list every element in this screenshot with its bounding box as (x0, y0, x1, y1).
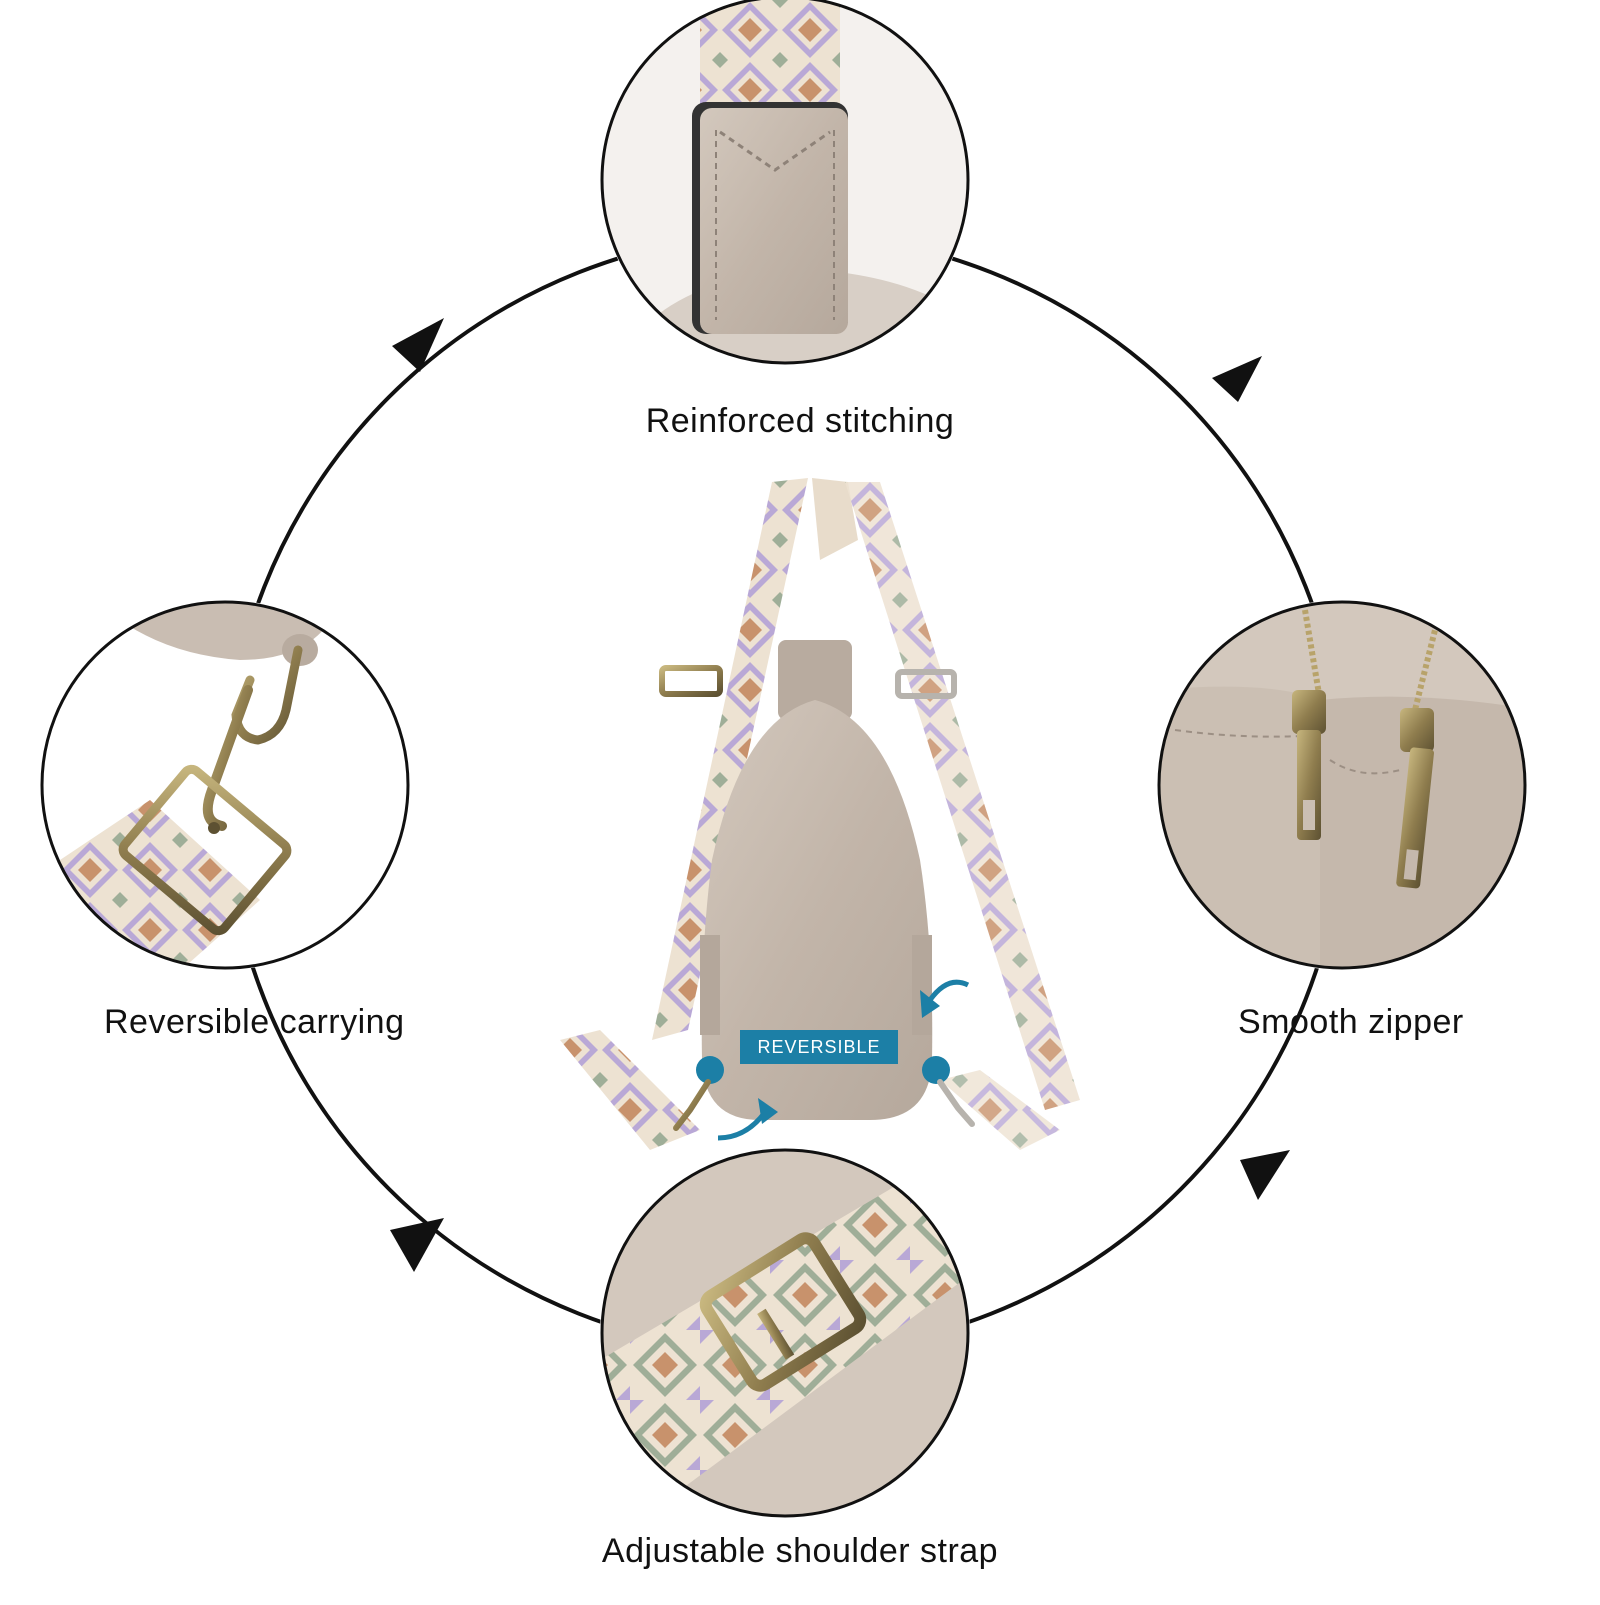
reversible-point-right (922, 1056, 950, 1084)
cycle-arrow-icon (1240, 1150, 1290, 1200)
feature-caption-right: Smooth zipper (1238, 1003, 1464, 1041)
detail-frame-right (1157, 600, 1527, 970)
cycle-arrow-icon (1212, 356, 1262, 402)
detail-frame-left (40, 600, 410, 970)
strap-top-loop (812, 478, 858, 560)
left-slider-buckle (659, 665, 723, 697)
curved-arrow-icon (927, 979, 970, 1002)
cycle-arrow-icon (392, 318, 444, 372)
buckle-detail-photo (602, 1150, 968, 1516)
sling-bag-product (560, 478, 1080, 1150)
bag-handle-tab (778, 640, 852, 720)
right-slider-buckle (895, 669, 957, 699)
bag-body (701, 700, 933, 1120)
right-strap-end (940, 1070, 1060, 1150)
zipper-detail-photo (1159, 602, 1525, 968)
feature-caption-top: Reinforced stitching (645, 402, 955, 440)
feature-caption-left: Reversible carrying (104, 1003, 405, 1041)
detail-frame-top (600, 0, 970, 365)
reversible-badge: REVERSIBLE (740, 1030, 898, 1064)
clasp-detail-photo (42, 602, 408, 968)
detail-frame-bottom (600, 1148, 970, 1518)
feature-caption-bottom: Adjustable shoulder strap (601, 1532, 999, 1570)
right-strap (845, 482, 1080, 1110)
cycle-arrow-icon (390, 1218, 444, 1272)
left-strap (652, 478, 808, 1040)
left-strap-end (560, 1030, 700, 1150)
reversible-point-left (696, 1056, 724, 1084)
